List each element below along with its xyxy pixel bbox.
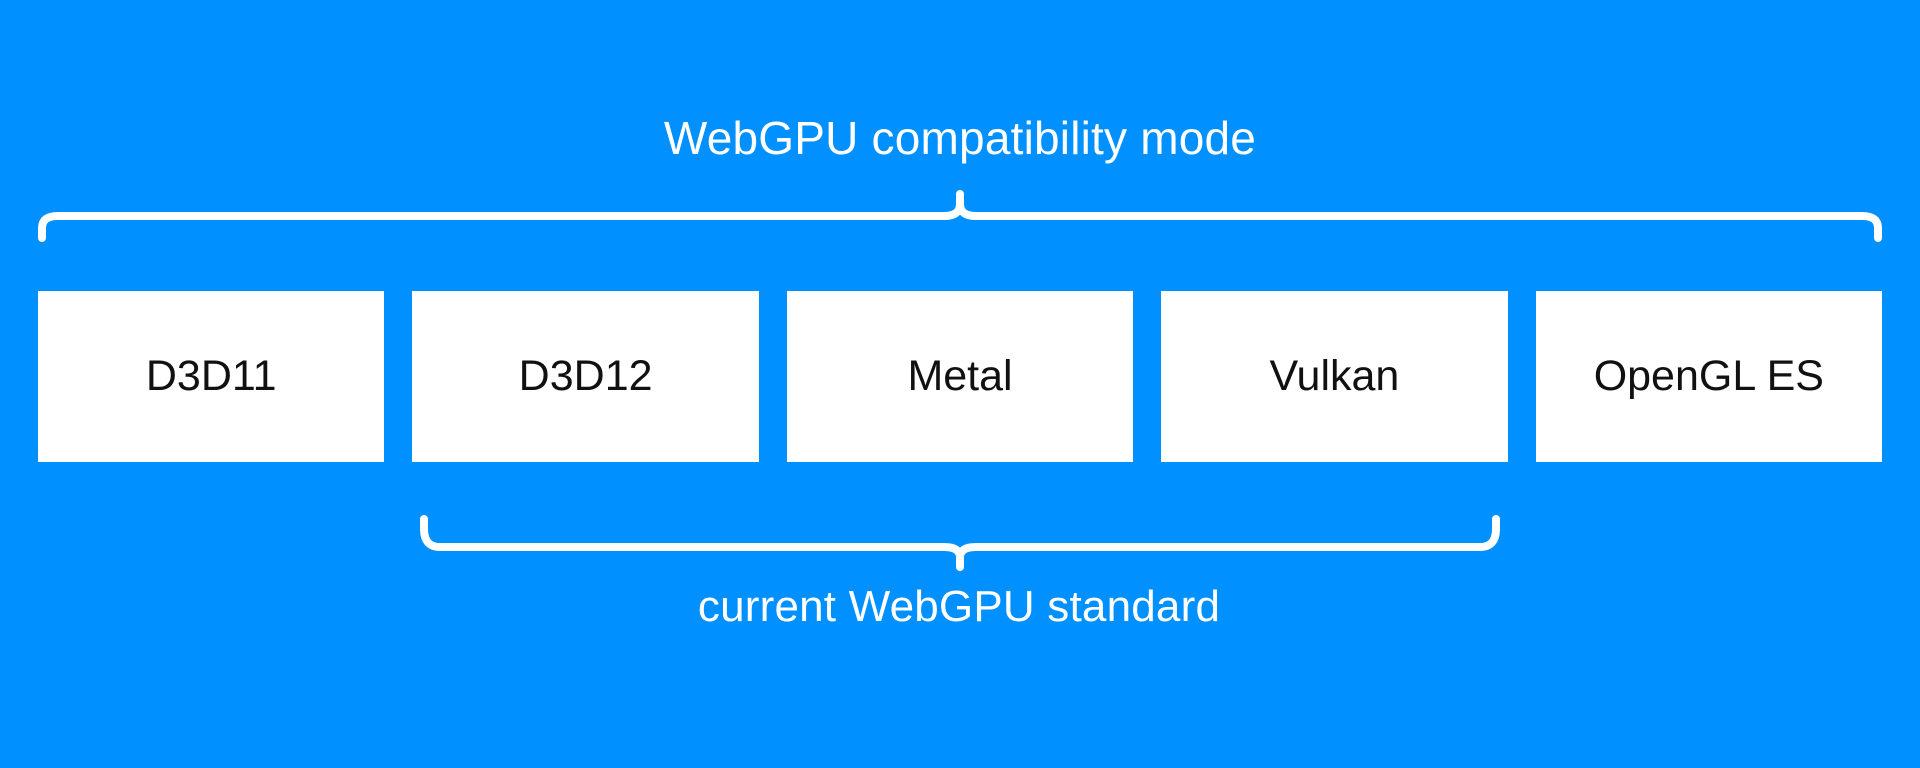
bottom-group-label: current WebGPU standard: [697, 582, 1221, 631]
api-box-label: Metal: [907, 352, 1013, 400]
api-box-label: D3D11: [145, 352, 277, 400]
top-group-label: WebGPU compatibility mode: [663, 112, 1257, 164]
api-boxes-row: D3D11 D3D12 Metal Vulkan OpenGL ES: [38, 291, 1883, 462]
api-box-d3d12[interactable]: D3D12: [412, 291, 759, 462]
api-box-metal[interactable]: Metal: [786, 291, 1134, 462]
api-box-label: OpenGL ES: [1593, 352, 1824, 400]
api-box-d3d11[interactable]: D3D11: [38, 291, 385, 462]
api-box-vulkan[interactable]: Vulkan: [1161, 291, 1508, 462]
api-box-label: Vulkan: [1269, 352, 1400, 400]
api-box-opengl-es[interactable]: OpenGL ES: [1535, 291, 1883, 462]
api-box-label: D3D12: [518, 352, 653, 400]
